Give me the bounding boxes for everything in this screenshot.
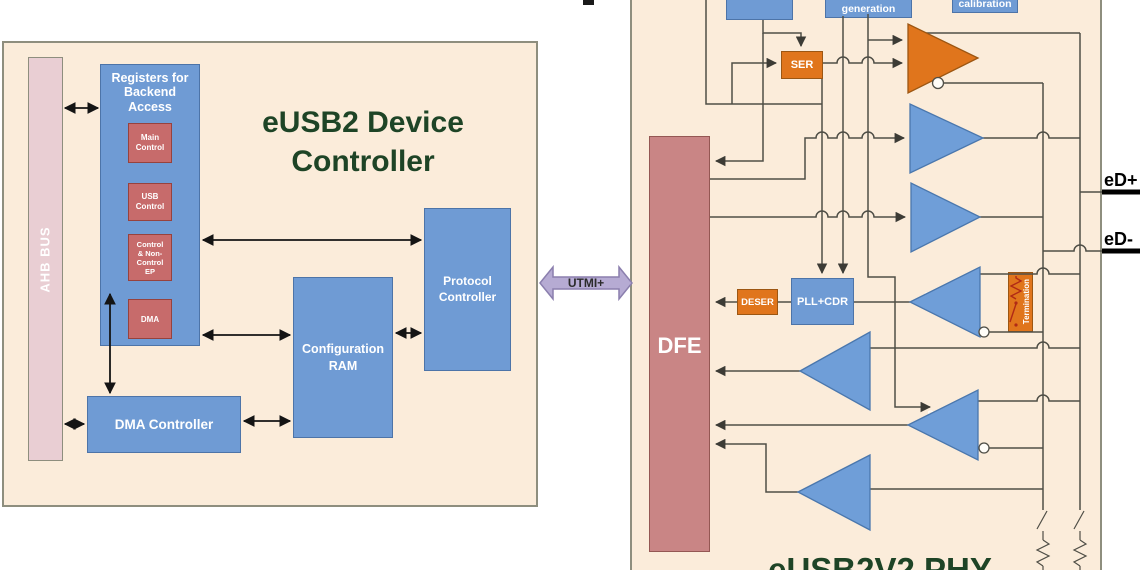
ep-control-block: Control & Non- Control EP (128, 234, 172, 281)
generation-label: generation (841, 3, 896, 15)
ahb-bus-bar: AHB BUS (28, 57, 63, 461)
dma-register-label: DMA (140, 314, 160, 324)
fsls-tx1-label: FS/LS TX (916, 132, 960, 143)
hs-rx-label: Differential HS RX (924, 291, 972, 312)
calibration-label: calibration (958, 0, 1012, 10)
phy-title: eUSB2V2 PHY (768, 551, 992, 570)
slvs-tx-label: Differential SLVS TX (910, 46, 958, 67)
termination-block: Termination (1008, 272, 1033, 332)
usb-control-block: USB Control (128, 183, 172, 221)
device-controller-title: eUSB2 Device Controller (262, 106, 464, 178)
dma-register-block: DMA (128, 299, 172, 339)
configuration-ram-block: Configuration RAM (293, 277, 393, 438)
dma-controller-label: DMA Controller (114, 417, 214, 432)
ep-control-label: Control & Non- Control EP (136, 239, 164, 276)
protocol-controller-block: Protocol Controller (424, 208, 511, 371)
main-control-block: Main Control (128, 123, 172, 163)
pll-cdr-label: PLL+CDR (796, 295, 849, 308)
cropped-text-fragment (583, 0, 594, 5)
ahb-bus-label: AHB BUS (38, 225, 54, 293)
se-rx2-label: Single-Ended FS/LS RX (816, 481, 864, 499)
utmi-label: UTMI+ (567, 276, 605, 290)
dfe-block: DFE (649, 136, 710, 552)
calibration-block: calibration (952, 0, 1018, 13)
dfe-label: DFE (657, 333, 702, 358)
pll-cdr-block: PLL+CDR (791, 278, 854, 325)
deser-block: DESER (737, 289, 778, 315)
usb-control-label: USB Control (135, 192, 165, 211)
protocol-controller-label: Protocol Controller (438, 273, 497, 304)
se-rx1-label: Single-Ended FS/LS RX (818, 362, 866, 380)
top-unlabeled-block (726, 0, 793, 20)
fsls-tx2-label: FS/LS TX (916, 211, 960, 222)
configuration-ram-label: Configuration RAM (302, 342, 384, 373)
dma-controller-block: DMA Controller (87, 396, 241, 453)
registers-backend-title: Registers for Backend Access (111, 71, 189, 114)
termination-label: Termination (1022, 279, 1031, 325)
squelch-detector-label: Squelch Detector (926, 409, 964, 430)
deser-label: DESER (741, 296, 774, 308)
ed-plus-pad-label: eD+ (1104, 170, 1138, 190)
ser-block: SER (781, 51, 823, 79)
ed-minus-pad-label: eD- (1104, 229, 1134, 249)
generation-block: generation (825, 0, 912, 18)
ser-label: SER (790, 59, 814, 71)
main-control-label: Main Control (135, 133, 165, 152)
